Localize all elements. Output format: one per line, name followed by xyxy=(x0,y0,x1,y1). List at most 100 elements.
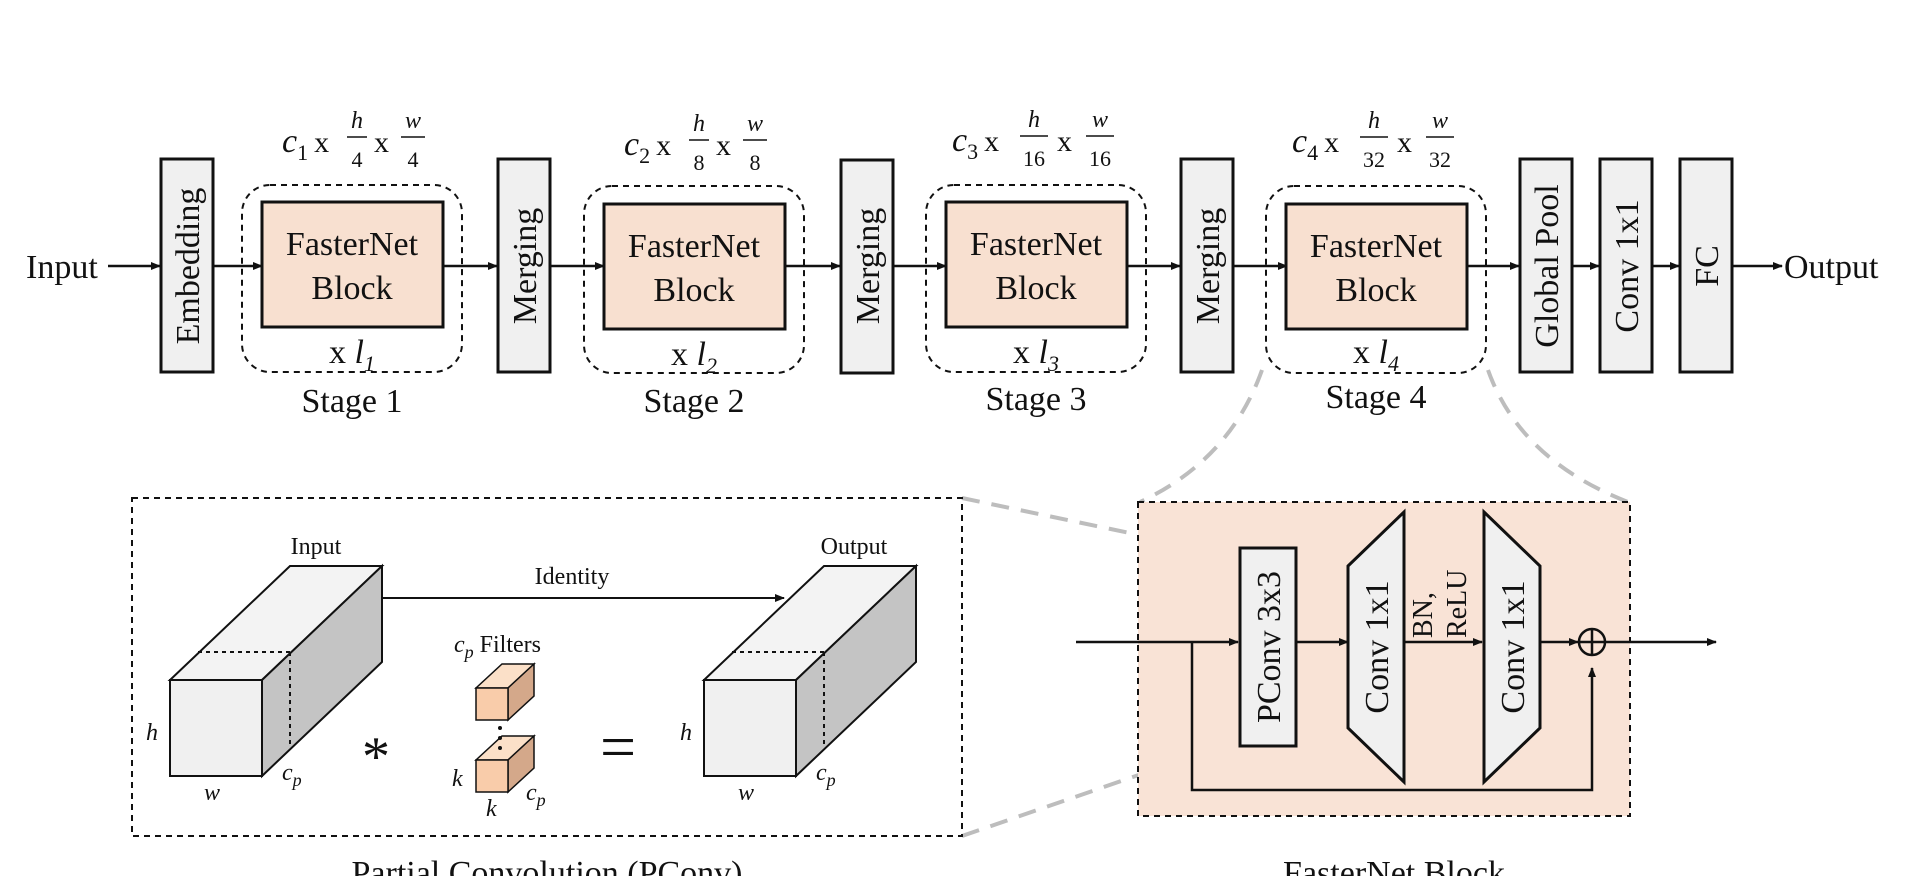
filter-ellipsis xyxy=(498,726,502,750)
stage-4-fasternet-block xyxy=(1284,202,1469,331)
svg-text:w: w xyxy=(1432,108,1448,134)
input-feature-label: Input xyxy=(291,534,342,560)
conv1x1-reduce-label: Conv 1x1 xyxy=(1495,580,1532,713)
bn-label: BN, xyxy=(1408,592,1439,638)
convolution-symbol: * xyxy=(362,726,390,788)
block-label-line2: Block xyxy=(311,270,392,307)
filter-bottom xyxy=(474,734,536,794)
elementwise-add-icon xyxy=(1577,627,1607,657)
fc-label: FC xyxy=(1689,245,1726,287)
equals-symbol: = xyxy=(600,711,636,782)
svg-text:x: x xyxy=(374,126,389,159)
svg-text:4: 4 xyxy=(408,147,419,172)
pconv-caption: Partial Convolution (PConv) xyxy=(352,855,743,876)
svg-text:h: h xyxy=(1028,107,1040,133)
svg-text:x: x xyxy=(1057,125,1072,158)
fblock-caption: FasterNet Block xyxy=(1283,855,1505,876)
conv1x1-label: Conv 1x1 xyxy=(1609,199,1646,332)
svg-text:w: w xyxy=(405,108,421,134)
block-label-line1: FasterNet xyxy=(628,228,761,265)
svg-text:8: 8 xyxy=(694,150,705,175)
block-label-line2: Block xyxy=(995,270,1076,307)
svg-text:h: h xyxy=(1368,108,1380,134)
fasternet-block-panel: PConv 3x3 Conv 1x1 BN, ReLU Conv 1x1 Fas… xyxy=(1076,501,1717,876)
output-feature-map xyxy=(701,563,919,779)
stage-2-label: Stage 2 xyxy=(643,383,744,420)
input-feature-map xyxy=(167,563,385,779)
output-cp-label: cp xyxy=(816,760,836,790)
global-pool-layer: Global Pool xyxy=(1518,157,1574,374)
svg-text:4: 4 xyxy=(352,147,363,172)
svg-text:16: 16 xyxy=(1023,146,1045,171)
embedding-label: Embedding xyxy=(170,188,207,345)
filter-k-left: k xyxy=(452,766,463,792)
svg-text:c3x: c3x xyxy=(952,122,999,164)
filter-k-bottom: k xyxy=(486,796,497,822)
pconv-dashed-border xyxy=(131,497,963,837)
svg-text:16: 16 xyxy=(1089,146,1111,171)
input-cp-label: cp xyxy=(282,760,302,790)
residual-skip-path xyxy=(1190,642,1596,792)
block-label-line2: Block xyxy=(653,272,734,309)
merging-layer-3: Merging xyxy=(1179,157,1235,374)
svg-text:c1x: c1x xyxy=(282,123,329,165)
svg-text:c4x: c4x xyxy=(1292,123,1339,165)
stage-4-label: Stage 4 xyxy=(1325,379,1426,416)
identity-label: Identity xyxy=(535,564,610,590)
output-w-label: w xyxy=(738,780,754,806)
stage-1-repeat: x l1 xyxy=(329,334,375,376)
filter-top xyxy=(474,662,536,722)
svg-text:h: h xyxy=(351,108,363,134)
filter-cp-label: cp xyxy=(526,780,546,810)
output-feature-label: Output xyxy=(821,534,888,560)
block-label-line1: FasterNet xyxy=(286,226,419,263)
svg-text:h: h xyxy=(693,111,705,137)
output-h-label: h xyxy=(680,720,692,746)
block-label-line1: FasterNet xyxy=(1310,228,1443,265)
conv1x1-expand-label: Conv 1x1 xyxy=(1359,580,1396,713)
merging-label: Merging xyxy=(507,208,544,324)
relu-label: ReLU xyxy=(1442,570,1473,638)
embedding-layer: Embedding xyxy=(159,157,215,374)
stage-1-label: Stage 1 xyxy=(301,383,402,420)
merging-label: Merging xyxy=(850,208,887,324)
input-h-label: h xyxy=(146,720,158,746)
merging-layer-1: Merging xyxy=(496,157,552,374)
stage-3-fasternet-block xyxy=(944,200,1129,329)
svg-text:w: w xyxy=(747,111,763,137)
global-pool-label: Global Pool xyxy=(1529,184,1566,347)
block-label-line2: Block xyxy=(1335,272,1416,309)
merging-label: Merging xyxy=(1190,208,1227,324)
svg-text:8: 8 xyxy=(750,150,761,175)
stage-2-fasternet-block xyxy=(602,202,787,331)
pconv3x3-layer xyxy=(1238,546,1298,748)
svg-text:x: x xyxy=(716,129,731,162)
stage-3-repeat: x l3 xyxy=(1013,334,1059,376)
svg-text:32: 32 xyxy=(1429,147,1451,172)
stage-4-dashed-group xyxy=(1265,185,1487,374)
stage-2-dashed-group xyxy=(583,185,805,374)
conv1x1-expand-layer xyxy=(1346,508,1406,786)
stage-4-repeat: x l4 xyxy=(1353,334,1399,376)
stage-2-repeat: x l2 xyxy=(671,336,717,378)
block-label-line1: FasterNet xyxy=(970,226,1103,263)
stage-3-label: Stage 3 xyxy=(985,381,1086,418)
input-w-label: w xyxy=(204,780,220,806)
svg-text:c2x: c2x xyxy=(624,126,671,168)
pconv3x3-label: PConv 3x3 xyxy=(1251,571,1288,723)
conv1x1-reduce-layer xyxy=(1482,508,1542,786)
svg-text:32: 32 xyxy=(1363,147,1385,172)
merging-layer-2: Merging xyxy=(839,158,895,375)
svg-text:x: x xyxy=(1397,126,1412,159)
